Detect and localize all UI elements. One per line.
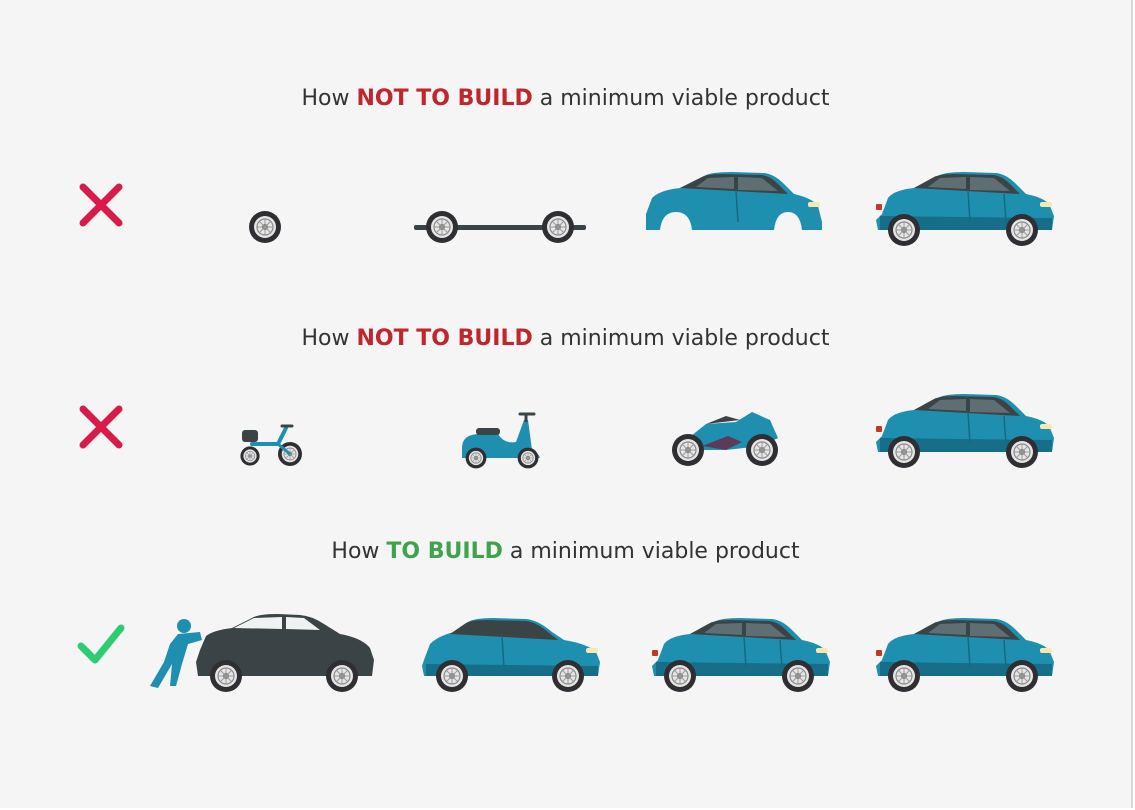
heading-highlight: NOT TO BUILD (356, 326, 533, 351)
suv-car-icon (874, 172, 1056, 248)
scooter-icon (458, 410, 544, 469)
tricycle-icon (238, 422, 304, 468)
heading-highlight: NOT TO BUILD (356, 86, 533, 111)
suv-car-icon (650, 618, 832, 694)
heading-prefix: How (331, 539, 387, 564)
heading-row-2: How NOT TO BUILD a minimum viable produc… (0, 326, 1131, 351)
cross-icon (78, 182, 124, 228)
chassis-icon (412, 210, 588, 244)
heading-suffix: a minimum viable product (532, 326, 830, 351)
wheel-icon (248, 210, 282, 244)
suv-car-icon (874, 618, 1056, 694)
row-not-to-build-2 (0, 384, 1131, 494)
cross-icon (78, 404, 124, 450)
row-not-to-build-1 (0, 160, 1131, 270)
person-pushing-car-icon (148, 614, 378, 694)
heading-highlight: TO BUILD (386, 539, 503, 564)
heading-suffix: a minimum viable product (502, 539, 800, 564)
heading-row-3: How TO BUILD a minimum viable product (0, 539, 1131, 564)
car-body-icon (642, 172, 824, 234)
hatchback-car-icon (420, 618, 602, 694)
heading-row-1: How NOT TO BUILD a minimum viable produc… (0, 86, 1131, 111)
heading-suffix: a minimum viable product (532, 86, 830, 111)
suv-car-icon (874, 394, 1056, 470)
motorcycle-icon (666, 406, 784, 470)
heading-prefix: How (301, 326, 357, 351)
heading-prefix: How (301, 86, 357, 111)
check-icon (76, 622, 126, 668)
row-to-build (0, 604, 1131, 714)
